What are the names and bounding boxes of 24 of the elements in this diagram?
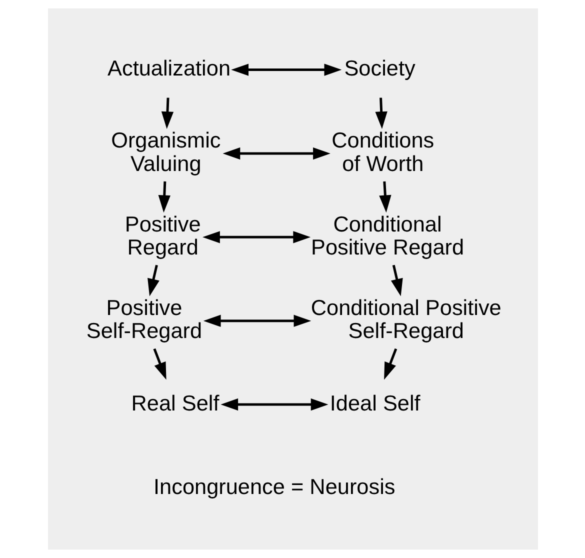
arrow [220,398,328,411]
arrow [384,348,397,380]
node-text: Conditions of Worth [331,128,434,176]
arrow [390,264,402,296]
node-text: Real Self [130,390,219,416]
node-text: Conditional Positive Regard [310,211,464,260]
arrow [160,98,174,129]
arrow [202,314,311,327]
node-text: Actualization [107,56,230,81]
arrow [202,231,310,244]
node-text: Ideal Self [329,390,420,416]
node-text: Positive Regard [124,211,200,260]
node-text: Society [344,56,415,81]
arrow [158,181,170,213]
arrow [378,181,391,213]
node-text: Conditional Positive Self-Regard [310,294,501,344]
node-text: Organismic Valuing [110,128,220,176]
arrow [147,264,159,296]
arrow [230,64,342,76]
arrow [222,147,330,160]
node-text: Positive Self-Regard [86,294,202,344]
arrow [374,98,387,129]
label: Incongruence = Neurosis [153,474,395,499]
arrow [152,348,166,380]
